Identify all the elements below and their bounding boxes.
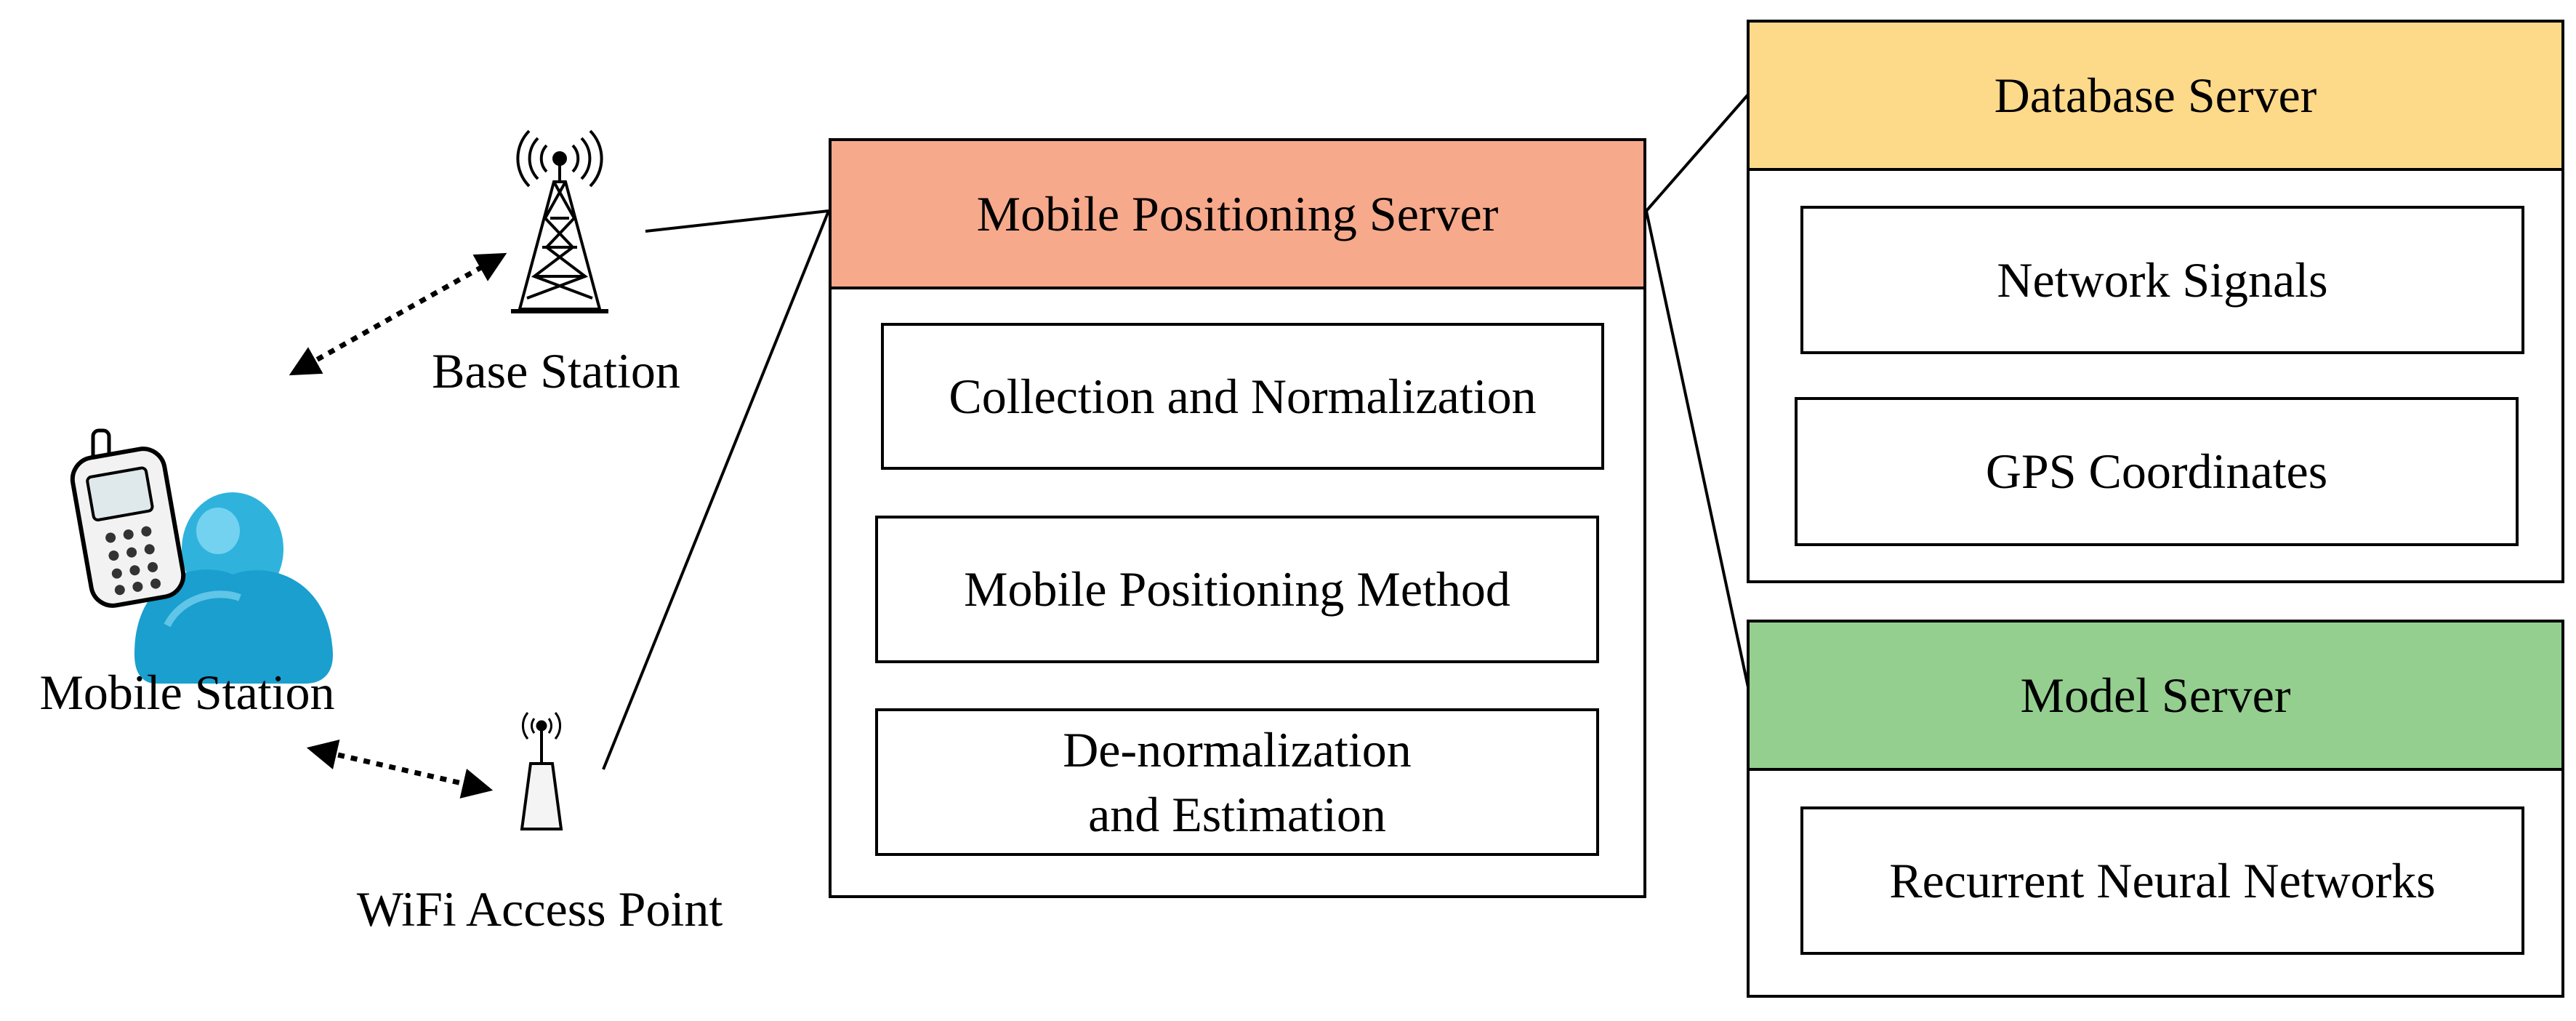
mps-to-model-line [1645,210,1750,688]
mobile-wifi-link-arrow [306,740,494,798]
database-server: Database Server Network Signals GPS Coor… [1747,20,2564,583]
mps-title: Mobile Positioning Server [976,185,1499,241]
mobile-station-label: Mobile Station [39,665,335,720]
mps-item-positioning-method: Mobile Positioning Method [875,516,1599,663]
model-item-rnn: Recurrent Neural Networks [1800,806,2524,955]
mobile-positioning-server: Mobile Positioning Server Collection and… [829,138,1646,898]
model-server: Model Server Recurrent Neural Networks [1747,620,2564,998]
model-header: Model Server [1750,622,2561,771]
mps-item-collection-normalization: Collection and Normalization [881,323,1604,470]
database-header: Database Server [1750,23,2561,171]
wifi-access-point-label: WiFi Access Point [356,881,723,937]
mps-item-denormalization-estimation: De-normalization and Estimation [875,708,1599,856]
wifi-to-mps-line [602,210,830,770]
base-station-label: Base Station [432,343,680,399]
mps-to-database-line [1645,93,1750,212]
database-item-gps-coordinates: GPS Coordinates [1795,397,2519,546]
mobile-user-icon [70,428,333,684]
wifi-router-icon [520,712,563,830]
database-item-network-signals: Network Signals [1800,206,2524,354]
database-title: Database Server [1994,67,2317,123]
mobile-base-link-arrow [289,252,507,376]
mps-header: Mobile Positioning Server [832,141,1643,289]
base-to-mps-line [645,209,829,233]
cell-tower-icon [511,129,608,313]
model-title: Model Server [2020,667,2291,723]
